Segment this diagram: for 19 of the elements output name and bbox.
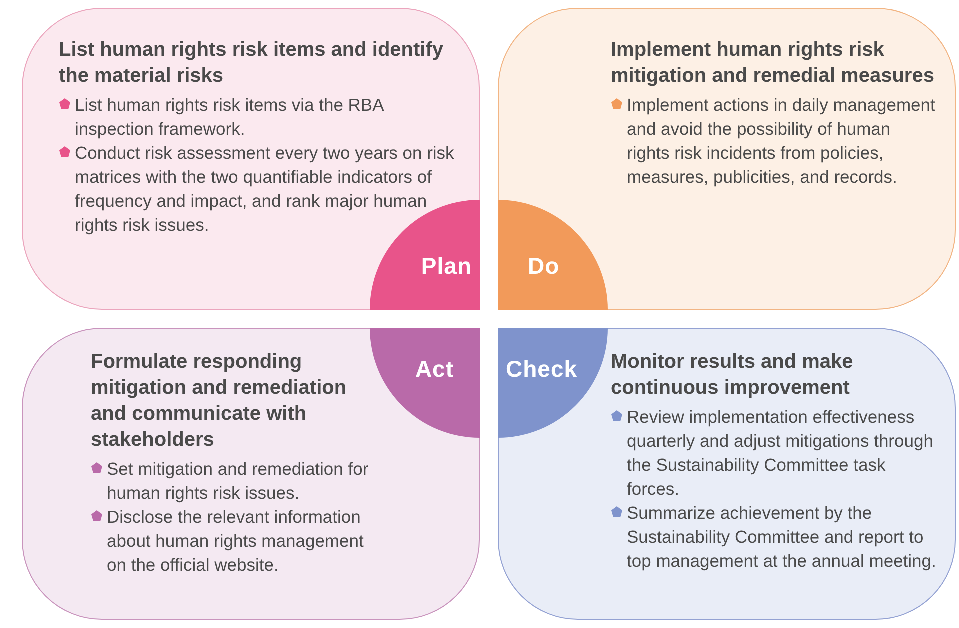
- panel: [498, 328, 956, 620]
- panel-heading: Implement human rights risk mitigation and remedial measures: [611, 38, 936, 89]
- bullet-text: List human rights risk items via the RBA inspection framework.: [75, 94, 385, 141]
- bullet-text: Conduct risk assessment every two years on risk matrices with the two quantifiable indicators of frequency and impact, and rank major human rights risk issues.: [75, 142, 456, 237]
- bullet-text: Set mitigation and remediation for human rights risk issues.: [107, 458, 370, 505]
- panel: [498, 8, 956, 310]
- phase-label: Act: [415, 356, 454, 383]
- bullet-text: Summarize achievement by the Sustainability Committee and report to top management at the annual meeting.: [627, 502, 937, 573]
- bullet-text: Disclose the relevant information about human rights management on the official website.: [107, 506, 365, 577]
- phase-label: Check: [506, 356, 578, 383]
- panel-heading: Formulate responding mitigation and remediation and communicate with stakeholders: [91, 350, 348, 453]
- phase-label: Do: [528, 253, 560, 280]
- panel-heading: List human rights risk items and identify the material risks: [59, 38, 445, 89]
- panel: [22, 8, 480, 310]
- bullet-text: Implement actions in daily management and avoid the possibility of human rights risk incidents from policies, measures, publicities, and records.: [627, 94, 936, 189]
- panel-heading: Monitor results and make continuous improvement: [611, 350, 854, 401]
- phase-label: Plan: [421, 253, 472, 280]
- bullet-text: Review implementation effectiveness quarterly and adjust mitigations through the Sustainability Committee task forces.: [627, 406, 934, 501]
- panel: [22, 328, 480, 620]
